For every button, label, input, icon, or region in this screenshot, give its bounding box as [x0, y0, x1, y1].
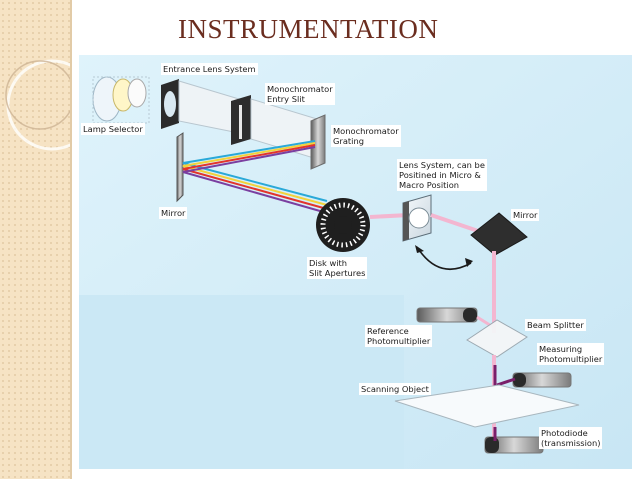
decorative-sidebar [0, 0, 70, 479]
focus-arrow-head-left [415, 245, 424, 253]
slide-title: INSTRUMENTATION [178, 14, 439, 44]
slit-aperture-disk [316, 198, 370, 252]
label-mirror-left: Mirror [159, 207, 188, 219]
focus-arrow [416, 246, 472, 271]
label-monochromator-entry-slit: Monochromator Entry Slit [265, 83, 335, 105]
sidebar-divider [70, 0, 72, 479]
label-measuring-photomultiplier: Measuring Photomultiplier [537, 343, 605, 365]
beam-splitter [466, 319, 528, 358]
entrance-lens [161, 79, 179, 129]
photodiode [484, 436, 544, 454]
sidebar-pattern [0, 0, 70, 479]
sidebar-rings [5, 59, 70, 151]
label-reference-photomultiplier: Reference Photomultiplier [365, 325, 433, 347]
lower-panel [79, 295, 404, 469]
label-disk-with-slit-apertures: Disk with Slit Apertures [307, 257, 368, 279]
instrumentation-diagram: Entrance Lens System Monochromator Entry… [79, 55, 632, 469]
lamp-selector [92, 76, 150, 124]
mirror-left [176, 132, 184, 203]
beam-to-mirror [430, 213, 485, 235]
label-entrance-lens-system: Entrance Lens System [161, 63, 258, 75]
measuring-photomultiplier [512, 372, 572, 388]
label-lens-system: Lens System, can be Positined in Micro &… [397, 159, 487, 191]
monochromator-entry-slit [231, 95, 251, 145]
focus-arrow-head-right [465, 258, 473, 267]
reference-photomultiplier [416, 307, 478, 323]
monochromator-grating [310, 114, 326, 170]
scanning-object [394, 384, 580, 428]
label-scanning-object: Scanning Object [359, 383, 431, 395]
lens-system [402, 194, 432, 242]
label-beam-splitter: Beam Splitter [525, 319, 586, 331]
spectral-beams [182, 140, 328, 214]
label-lamp-selector: Lamp Selector [81, 123, 145, 135]
label-photodiode: Photodiode (transmission) [539, 427, 603, 449]
label-mirror-right: Mirror [511, 209, 540, 221]
mirror-right [470, 212, 528, 256]
beam-to-measuring [496, 377, 516, 387]
label-monochromator-grating: Monochromator Grating [331, 125, 401, 147]
